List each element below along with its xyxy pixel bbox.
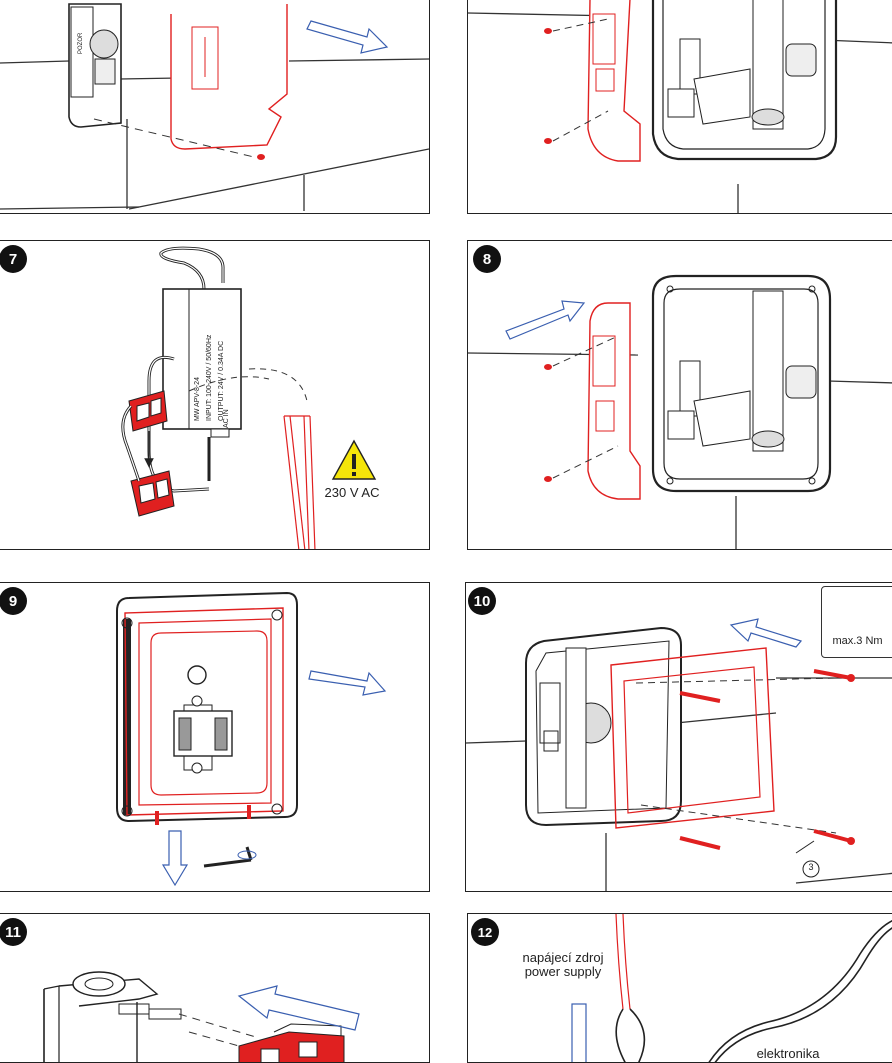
step-9-panel: 9 (0, 582, 430, 892)
step-10-panel: 10 max.3 Nm 3 (465, 582, 892, 892)
step-11-illustration (43, 971, 360, 1062)
step-7-badge: 7 (0, 245, 27, 273)
step-9-badge: 9 (0, 587, 27, 615)
step-7-panel: MW APV-8-24 INPUT: 100-240V / 50/60Hz OU… (0, 240, 430, 550)
step-8-illustration (468, 274, 892, 549)
step-6-panel (467, 0, 892, 214)
screw-count-callout: 3 (808, 862, 814, 872)
step-10-badge: 10 (468, 587, 496, 615)
voltage-warning-label: 230 V AC (324, 485, 380, 500)
step-5-illustration: POZOR (0, 3, 429, 211)
torque-label: max.3 Nm (832, 635, 883, 647)
step-11-badge: 11 (0, 918, 27, 946)
ac-in-label: AC IN (223, 409, 230, 428)
adapter-text-2: INPUT: 100-240V / 50/60Hz (206, 334, 213, 421)
step-5-panel: POZOR (0, 0, 430, 214)
step-8-panel: 8 (467, 240, 892, 550)
step-7-illustration: MW APV-8-24 INPUT: 100-240V / 50/60Hz OU… (121, 246, 377, 549)
step-6-illustration (468, 0, 892, 213)
electronics-label: elektronika (756, 1046, 820, 1061)
adapter-text-3: OUTPUT: 24V / 0.34A DC (218, 341, 225, 421)
torque-box (821, 586, 892, 658)
step-12-illustration (571, 914, 892, 1062)
power-supply-label-cz: napájecí zdroj (522, 950, 604, 965)
step-12-panel: 12 napájecí zdroj power supply elektroni… (467, 913, 892, 1063)
step-10-illustration (466, 594, 892, 891)
step-8-badge: 8 (473, 245, 501, 273)
power-supply-label-en: power supply (524, 964, 602, 979)
svg-text:POZOR: POZOR (78, 32, 84, 54)
step-9-illustration (116, 591, 387, 887)
step-11-panel: 11 (0, 913, 430, 1063)
step-12-badge: 12 (471, 918, 499, 946)
adapter-text-1: MW APV-8-24 (194, 377, 201, 421)
